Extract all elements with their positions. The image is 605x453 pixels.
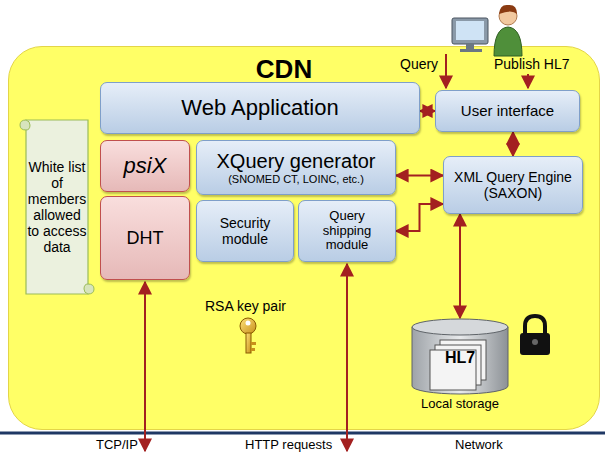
module-box: Security module [196,200,294,262]
annotation-label: RSA key pair [205,298,286,314]
module-box: XQuery generator(SNOMED CT, LOINC, etc.) [196,140,396,195]
annotation-label: TCP/IP [96,437,138,452]
node-label: XML Query Engine (SAXON) [450,169,576,201]
key-icon [240,318,256,353]
module-box: Web Application [100,82,420,134]
annotation-label: Network [455,437,503,452]
module-box: Query shipping module [298,200,396,262]
node-label: psiX [124,153,167,178]
node-sublabel: (SNOMED CT, LOINC, etc.) [228,173,364,186]
connector-arrow [512,132,514,156]
node-label: Web Application [181,95,338,120]
network-line [0,433,605,434]
node-sublabel: Local storage [421,397,499,412]
p2p-box: DHT [100,196,190,280]
node-label: Security module [203,215,287,247]
network-arrows [145,264,347,451]
connector-arrow [396,175,443,177]
annotation-label: HTTP requests [245,437,332,452]
node-label: User interface [461,102,554,119]
node-label: DHT [127,228,164,249]
p2p-box: psiX [100,140,190,192]
scroll-note: White list of members allowed to access … [18,112,96,302]
node-label: White list of members allowed to access … [26,159,88,256]
connector-arrow [459,214,461,318]
annotation-label: Query [400,56,438,72]
module-box: XML Query Engine (SAXON) [443,156,583,214]
storage-cylinder: HL7Local storage [410,318,510,418]
node-label: HL7 [445,349,475,367]
connector-arrow [420,110,435,112]
node-label: Query shipping module [305,209,389,254]
lock-icon [520,316,550,355]
system-region: CDNWeb ApplicationUser interfaceWhite li… [8,46,600,430]
node-label: XQuery generator [217,150,376,173]
user-icon [452,5,522,56]
connector-arrow [396,204,443,231]
module-box: User interface [435,90,580,132]
annotation-label: Publish HL7 [494,56,570,72]
